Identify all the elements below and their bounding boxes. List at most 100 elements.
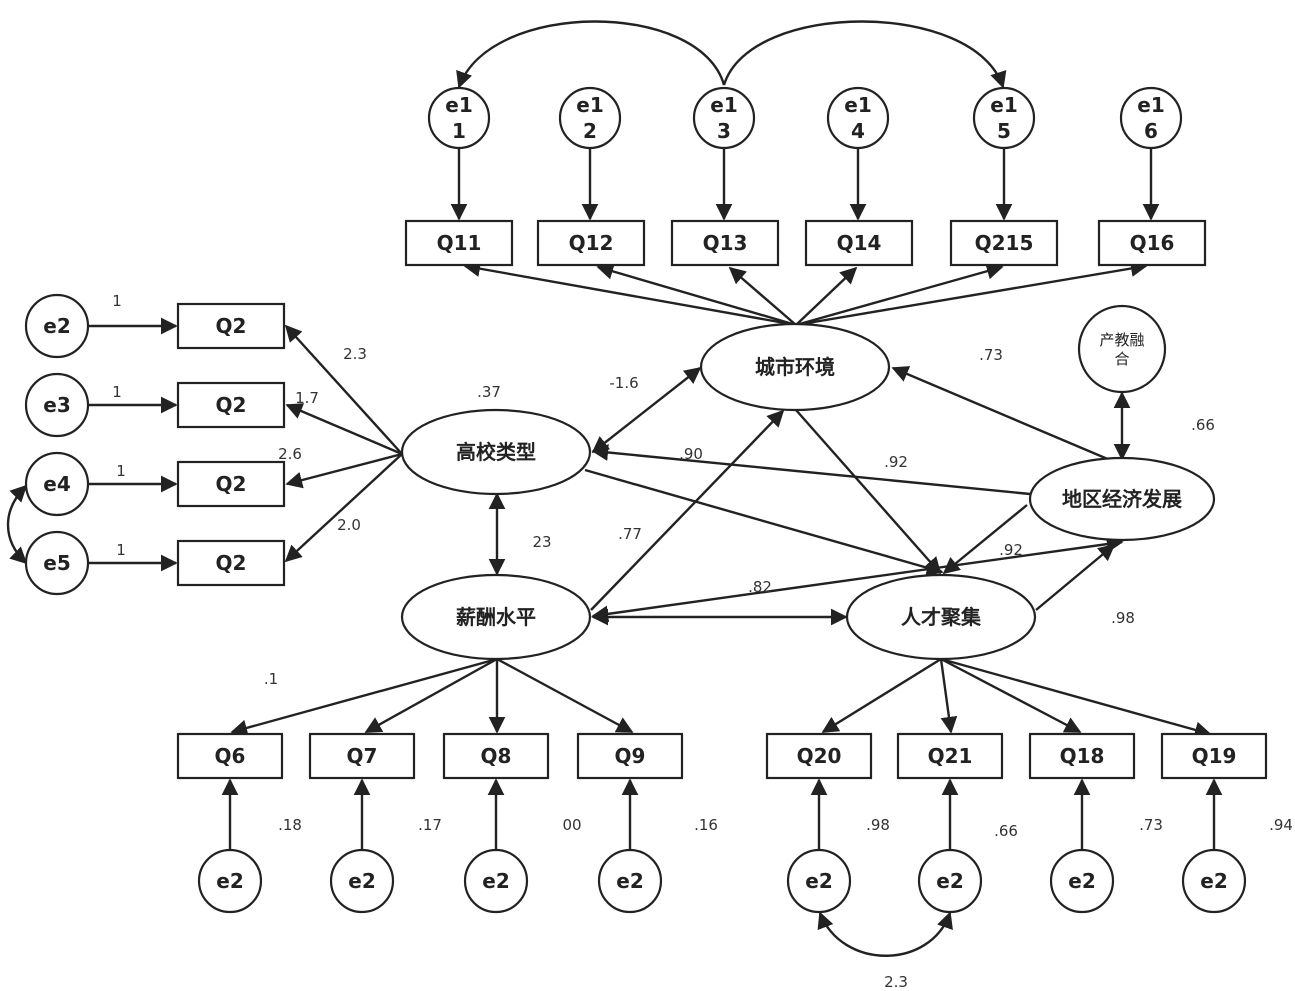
box-q18: Q18	[1028, 732, 1136, 780]
coef-q19-err: .94	[1269, 816, 1293, 834]
error-bottom-7: e2	[1049, 848, 1115, 914]
box-q7: Q7	[308, 732, 416, 780]
error-left-3-label: e4	[43, 472, 70, 496]
coef-econ-to-talent: .92	[999, 541, 1023, 559]
box-q8: Q8	[442, 732, 550, 780]
box-q14-label: Q14	[837, 231, 882, 255]
box-q2b-label: Q2	[216, 393, 247, 417]
box-q13: Q13	[670, 219, 780, 267]
box-q14: Q14	[804, 219, 914, 267]
box-q2a-label: Q2	[216, 314, 247, 338]
coef-school-salary: 23	[532, 533, 551, 551]
coef-talent-to-econ: .98	[1111, 609, 1135, 627]
coef-salary-load: .1	[264, 670, 278, 688]
error-e12-l1: e1	[576, 93, 603, 117]
box-q8-label: Q8	[481, 744, 512, 768]
edge-school-q2b	[285, 403, 403, 456]
box-q6: Q6	[176, 732, 284, 780]
latent-industry-edu-label-1: 产教融	[1099, 331, 1144, 349]
box-q2a: Q2	[176, 302, 286, 350]
error-bottom-4-label: e2	[616, 869, 643, 893]
error-left-4: e5	[24, 530, 90, 596]
box-q21-label: Q21	[928, 744, 973, 768]
coef-school-to-urban: -1.6	[609, 374, 638, 392]
coef-salary-talent: .82	[748, 578, 772, 596]
error-bottom-5: e2	[786, 848, 852, 914]
error-e13: e13	[692, 86, 756, 150]
error-bottom-3: e2	[463, 848, 529, 914]
latent-regional-econ: 地区经济发展	[1028, 456, 1216, 542]
latent-school-type-label: 高校类型	[456, 440, 536, 464]
edge-talent-q21	[939, 658, 958, 734]
edge-urban-q14	[795, 266, 858, 326]
coefficient-labels: 1 1 1 1 2.3 1.7 2.6 2.0 .37 -1.6 .73 .66…	[112, 292, 1293, 991]
latent-urban-env-label: 城市环境	[755, 355, 835, 379]
latent-salary: 薪酬水平	[400, 573, 592, 661]
error-e14-l2: 4	[851, 119, 865, 143]
cov-arc-e11-e13	[456, 20, 726, 89]
cov-arc-e4-e5	[6, 484, 28, 565]
error-terms: e11 e12 e13 e14 e15 e16 e2 e3 e4 e5 e2 e…	[24, 86, 1247, 914]
box-q12-label: Q12	[569, 231, 614, 255]
error-e11: e11	[427, 86, 491, 150]
edge-salary-q7	[364, 657, 498, 734]
error-e14-l1: e1	[844, 93, 871, 117]
edge-talent-q19	[940, 657, 1212, 739]
error-e11-l1: e1	[445, 93, 472, 117]
error-e12: e12	[558, 86, 622, 150]
error-e11-l2: 1	[452, 119, 466, 143]
edge-urban-q12	[596, 263, 797, 327]
error-bottom-3-label: e2	[482, 869, 509, 893]
cov-arc-e13-e15	[722, 20, 1007, 89]
box-q21: Q21	[896, 732, 1004, 780]
error-bottom-2: e2	[329, 848, 395, 914]
coef-school-r2: .37	[477, 383, 501, 401]
edge-talent-econ	[1035, 543, 1116, 611]
box-q2d: Q2	[176, 539, 286, 587]
box-q9-label: Q9	[615, 744, 646, 768]
latent-regional-econ-label: 地区经济发展	[1062, 487, 1182, 511]
box-q7-label: Q7	[347, 744, 378, 768]
box-q215-label: Q215	[975, 231, 1034, 255]
error-e15-l2: 5	[997, 119, 1011, 143]
edge-econ-urban	[891, 366, 1111, 462]
latent-salary-label: 薪酬水平	[456, 605, 536, 629]
coef-q21-err: .66	[994, 822, 1018, 840]
edge-econ-school	[591, 444, 1031, 496]
error-e14: e14	[826, 86, 890, 150]
box-q19: Q19	[1160, 732, 1268, 780]
box-q2d-label: Q2	[216, 551, 247, 575]
coef-q9-err: .16	[694, 816, 718, 834]
box-q19-label: Q19	[1192, 744, 1237, 768]
error-e15: e15	[972, 86, 1036, 150]
box-q16-label: Q16	[1130, 231, 1175, 255]
coef-left-e-1: 1	[112, 292, 122, 310]
error-bottom-4: e2	[597, 848, 663, 914]
edge-school-q2d	[284, 453, 403, 563]
error-left-1-label: e2	[43, 314, 70, 338]
edge-talent-q18	[940, 657, 1082, 734]
error-e15-l1: e1	[990, 93, 1017, 117]
edge-econ-talent	[942, 504, 1028, 575]
edges	[6, 20, 1223, 957]
error-e12-l2: 2	[583, 119, 597, 143]
error-bottom-5-label: e2	[805, 869, 832, 893]
error-bottom-1-label: e2	[216, 869, 243, 893]
latent-variables: 城市环境 高校类型 薪酬水平 人才聚集 地区经济发展 产教融 合	[400, 304, 1216, 661]
edge-school-q2a	[284, 324, 403, 455]
box-q215: Q215	[949, 219, 1059, 267]
coef-bottom-cov: 2.3	[884, 973, 908, 991]
edge-urban-q16	[795, 260, 1148, 327]
error-left-1: e2	[24, 293, 90, 359]
error-left-2-label: e3	[43, 393, 70, 417]
box-q13-label: Q13	[703, 231, 748, 255]
box-q18-label: Q18	[1060, 744, 1105, 768]
coef-econ-to-school: .90	[679, 445, 703, 463]
latent-talent-label: 人才聚集	[901, 605, 982, 629]
error-left-3: e4	[24, 451, 90, 517]
coef-load-q2c: 2.6	[278, 445, 302, 463]
coef-left-e-3: 1	[116, 462, 126, 480]
box-q16: Q16	[1097, 219, 1207, 267]
error-bottom-8-label: e2	[1200, 869, 1227, 893]
error-left-2: e3	[24, 372, 90, 438]
